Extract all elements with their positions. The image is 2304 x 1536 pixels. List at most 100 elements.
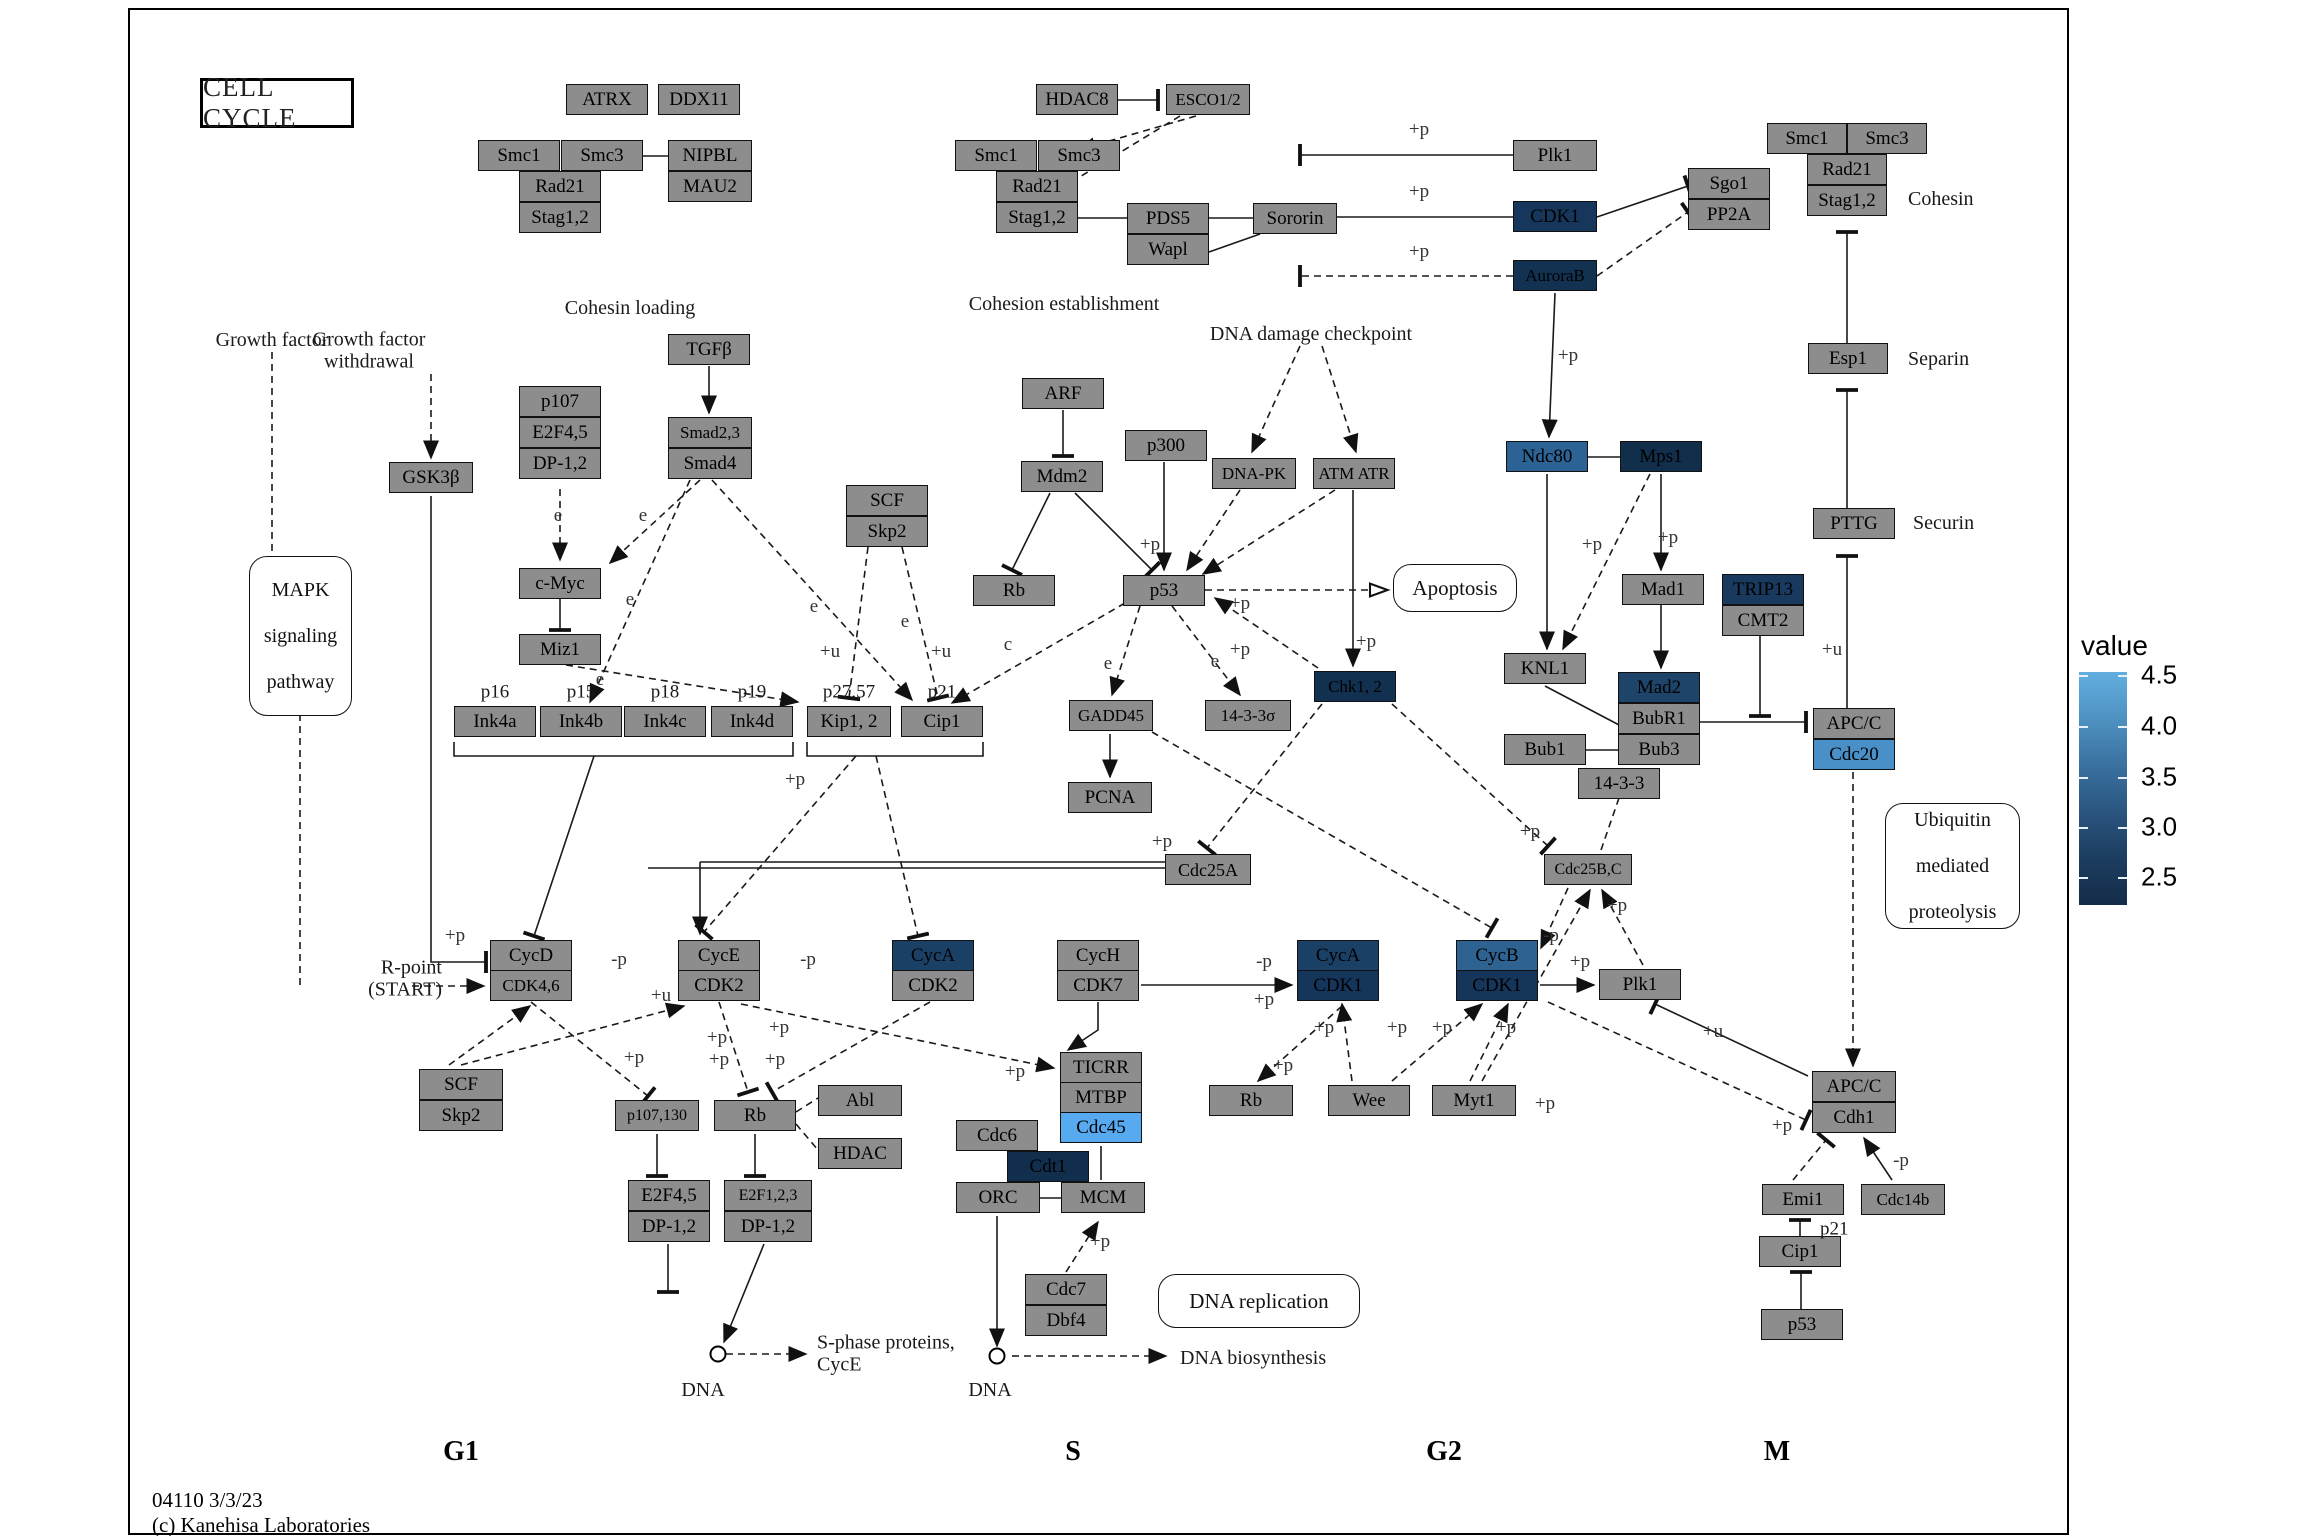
node-smc1[interactable]: Smc1 — [955, 140, 1037, 171]
node-p107-130[interactable]: p107,130 — [615, 1100, 699, 1131]
node-rb[interactable]: Rb — [1209, 1085, 1293, 1116]
node-cyca[interactable]: CycA — [1297, 940, 1379, 971]
node-scf[interactable]: SCF — [419, 1069, 503, 1100]
node-myt1[interactable]: Myt1 — [1432, 1085, 1516, 1116]
node-cyca[interactable]: CycA — [892, 940, 974, 971]
node-cip1[interactable]: Cip1 — [901, 706, 983, 737]
node-orc[interactable]: ORC — [956, 1182, 1040, 1213]
node-e2f4-5[interactable]: E2F4,5 — [628, 1180, 710, 1211]
node-smad2-3[interactable]: Smad2,3 — [668, 417, 752, 448]
node-rb[interactable]: Rb — [714, 1100, 796, 1131]
node-ink4c[interactable]: Ink4c — [624, 706, 706, 737]
node-cdc20[interactable]: Cdc20 — [1813, 739, 1895, 770]
node-hdac8[interactable]: HDAC8 — [1036, 84, 1118, 115]
node-pds5[interactable]: PDS5 — [1127, 203, 1209, 234]
node-stag1-2[interactable]: Stag1,2 — [996, 202, 1078, 233]
node-cycd[interactable]: CycD — [490, 940, 572, 971]
node-rad21[interactable]: Rad21 — [519, 171, 601, 202]
node-rad21[interactable]: Rad21 — [996, 171, 1078, 202]
node-cyce[interactable]: CycE — [678, 940, 760, 971]
node-gadd45[interactable]: GADD45 — [1069, 700, 1153, 731]
node-bub1[interactable]: Bub1 — [1504, 734, 1586, 765]
node-p53[interactable]: p53 — [1761, 1309, 1843, 1340]
node-sgo1[interactable]: Sgo1 — [1688, 168, 1770, 199]
node-pp2a[interactable]: PP2A — [1688, 199, 1770, 230]
node-esp1[interactable]: Esp1 — [1808, 343, 1888, 374]
node-skp2[interactable]: Skp2 — [419, 1100, 503, 1131]
node-mtbp[interactable]: MTBP — [1060, 1082, 1142, 1113]
node-rb[interactable]: Rb — [973, 575, 1055, 606]
node-smc3[interactable]: Smc3 — [561, 140, 643, 171]
node-arf[interactable]: ARF — [1022, 378, 1104, 409]
node-smc1[interactable]: Smc1 — [478, 140, 560, 171]
node-cdh1[interactable]: Cdh1 — [1812, 1102, 1896, 1133]
node-14-3-3-[interactable]: 14-3-3σ — [1205, 700, 1291, 731]
compartment-dna-replication[interactable]: DNA replication — [1158, 1274, 1360, 1328]
node-atm-atr[interactable]: ATM ATR — [1313, 458, 1395, 489]
node-plk1[interactable]: Plk1 — [1599, 969, 1681, 1000]
node-p300[interactable]: p300 — [1125, 430, 1207, 461]
node-wee[interactable]: Wee — [1328, 1085, 1410, 1116]
node-atrx[interactable]: ATRX — [566, 84, 648, 115]
node-mps1[interactable]: Mps1 — [1620, 441, 1702, 472]
node-aurorab[interactable]: AuroraB — [1513, 260, 1597, 291]
node-cdk2[interactable]: CDK2 — [892, 970, 974, 1001]
node-mau2[interactable]: MAU2 — [668, 171, 752, 202]
node-dp-1-2[interactable]: DP-1,2 — [724, 1211, 812, 1242]
node-cych[interactable]: CycH — [1057, 940, 1139, 971]
node-apc-c[interactable]: APC/C — [1812, 1071, 1896, 1102]
node-cmt2[interactable]: CMT2 — [1722, 605, 1804, 636]
node-e2f4-5[interactable]: E2F4,5 — [519, 417, 601, 448]
node-cdc6[interactable]: Cdc6 — [956, 1120, 1038, 1151]
node-mdm2[interactable]: Mdm2 — [1021, 461, 1103, 492]
node-kip1-2[interactable]: Kip1, 2 — [807, 706, 891, 737]
node-cdk2[interactable]: CDK2 — [678, 970, 760, 1001]
node-scf[interactable]: SCF — [846, 485, 928, 516]
node-trip13[interactable]: TRIP13 — [1722, 574, 1804, 605]
node-c-myc[interactable]: c-Myc — [519, 568, 601, 599]
node-wapl[interactable]: Wapl — [1127, 234, 1209, 265]
node-bub3[interactable]: Bub3 — [1618, 734, 1700, 765]
node-e2f1-2-3[interactable]: E2F1,2,3 — [724, 1180, 812, 1211]
node-nipbl[interactable]: NIPBL — [668, 140, 752, 171]
node-mad2[interactable]: Mad2 — [1618, 672, 1700, 703]
node-cdk1[interactable]: CDK1 — [1297, 970, 1379, 1001]
node-smad4[interactable]: Smad4 — [668, 448, 752, 479]
node-cip1[interactable]: Cip1 — [1759, 1236, 1841, 1267]
node-stag1-2[interactable]: Stag1,2 — [519, 202, 601, 233]
node-cdk4-6[interactable]: CDK4,6 — [490, 970, 572, 1001]
node-cdc25b-c[interactable]: Cdc25B,C — [1544, 854, 1632, 885]
node-bubr1[interactable]: BubR1 — [1618, 703, 1700, 734]
node-cdt1[interactable]: Cdt1 — [1007, 1151, 1089, 1182]
node-cycb[interactable]: CycB — [1456, 940, 1538, 971]
node-cdk1[interactable]: CDK1 — [1456, 970, 1538, 1001]
node-mad1[interactable]: Mad1 — [1622, 574, 1704, 605]
node-apc-c[interactable]: APC/C — [1813, 708, 1895, 739]
node-mcm[interactable]: MCM — [1061, 1182, 1145, 1213]
node-ticrr[interactable]: TICRR — [1060, 1052, 1142, 1083]
node-chk1-2[interactable]: Chk1, 2 — [1314, 671, 1396, 702]
node-smc1[interactable]: Smc1 — [1767, 123, 1847, 154]
node-hdac[interactable]: HDAC — [818, 1138, 902, 1169]
node-ndc80[interactable]: Ndc80 — [1506, 441, 1588, 472]
node-dbf4[interactable]: Dbf4 — [1025, 1305, 1107, 1336]
node-p53[interactable]: p53 — [1123, 575, 1205, 606]
node-smc3[interactable]: Smc3 — [1847, 123, 1927, 154]
node-miz1[interactable]: Miz1 — [519, 634, 601, 665]
node-dp-1-2[interactable]: DP-1,2 — [519, 448, 601, 479]
node-plk1[interactable]: Plk1 — [1513, 140, 1597, 171]
node-abl[interactable]: Abl — [818, 1085, 902, 1116]
compartment-apoptosis[interactable]: Apoptosis — [1393, 564, 1517, 612]
node-cdc7[interactable]: Cdc7 — [1025, 1274, 1107, 1305]
node-pttg[interactable]: PTTG — [1813, 508, 1895, 539]
node-gsk3-[interactable]: GSK3β — [389, 462, 473, 493]
node-esco1-2[interactable]: ESCO1/2 — [1166, 84, 1250, 115]
node-sororin[interactable]: Sororin — [1253, 203, 1337, 234]
node-ink4d[interactable]: Ink4d — [711, 706, 793, 737]
node-cdk7[interactable]: CDK7 — [1057, 970, 1139, 1001]
node-ddx11[interactable]: DDX11 — [658, 84, 740, 115]
node-knl1[interactable]: KNL1 — [1504, 653, 1586, 684]
node-14-3-3[interactable]: 14-3-3 — [1578, 768, 1660, 799]
